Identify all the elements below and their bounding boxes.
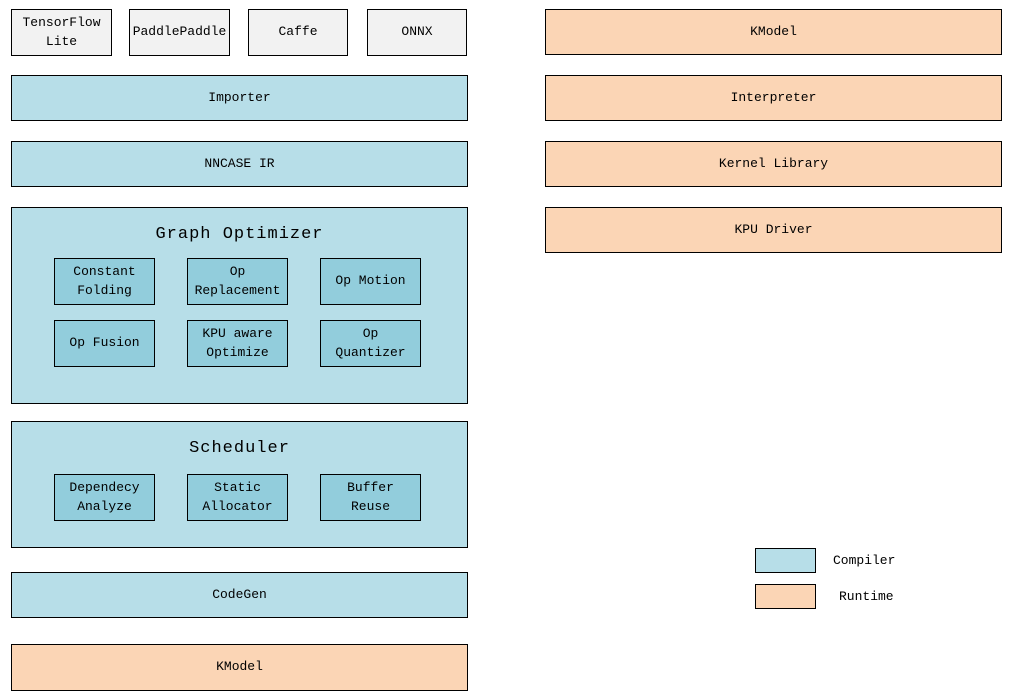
pass-constant-folding: Constant Folding (54, 258, 155, 305)
pass-dependecy-analyze: Dependecy Analyze (54, 474, 155, 521)
legend-compiler-swatch (755, 548, 816, 573)
scheduler-title: Scheduler (189, 439, 290, 458)
source-box-onnx: ONNX (367, 9, 467, 56)
legend-compiler-label: Compiler (833, 553, 896, 568)
pass-op-replacement: Op Replacement (187, 258, 288, 305)
kmodel-output-block: KModel (11, 644, 468, 691)
pass-static-allocator: Static Allocator (187, 474, 288, 521)
interpreter-block: Interpreter (545, 75, 1002, 121)
nncase-ir-block: NNCASE IR (11, 141, 468, 187)
runtime-kmodel-block: KModel (545, 9, 1002, 55)
legend-runtime-label: Runtime (839, 589, 894, 604)
codegen-block: CodeGen (11, 572, 468, 618)
graph-optimizer-title: Graph Optimizer (155, 225, 324, 244)
pass-buffer-reuse: Buffer Reuse (320, 474, 421, 521)
pass-kpu-aware-optimize: KPU aware Optimize (187, 320, 288, 367)
pass-op-quantizer: Op Quantizer (320, 320, 421, 367)
source-box-caffe: Caffe (248, 9, 348, 56)
scheduler-container: Scheduler Dependecy Analyze Static Alloc… (11, 421, 468, 548)
importer-block: Importer (11, 75, 468, 121)
pass-op-fusion: Op Fusion (54, 320, 155, 367)
graph-optimizer-container: Graph Optimizer Constant Folding Op Repl… (11, 207, 468, 404)
pass-op-motion: Op Motion (320, 258, 421, 305)
source-box-paddlepaddle: PaddlePaddle (129, 9, 230, 56)
legend-runtime-swatch (755, 584, 816, 609)
source-box-tensorflow-lite: TensorFlow Lite (11, 9, 112, 56)
kernel-library-block: Kernel Library (545, 141, 1002, 187)
kpu-driver-block: KPU Driver (545, 207, 1002, 253)
